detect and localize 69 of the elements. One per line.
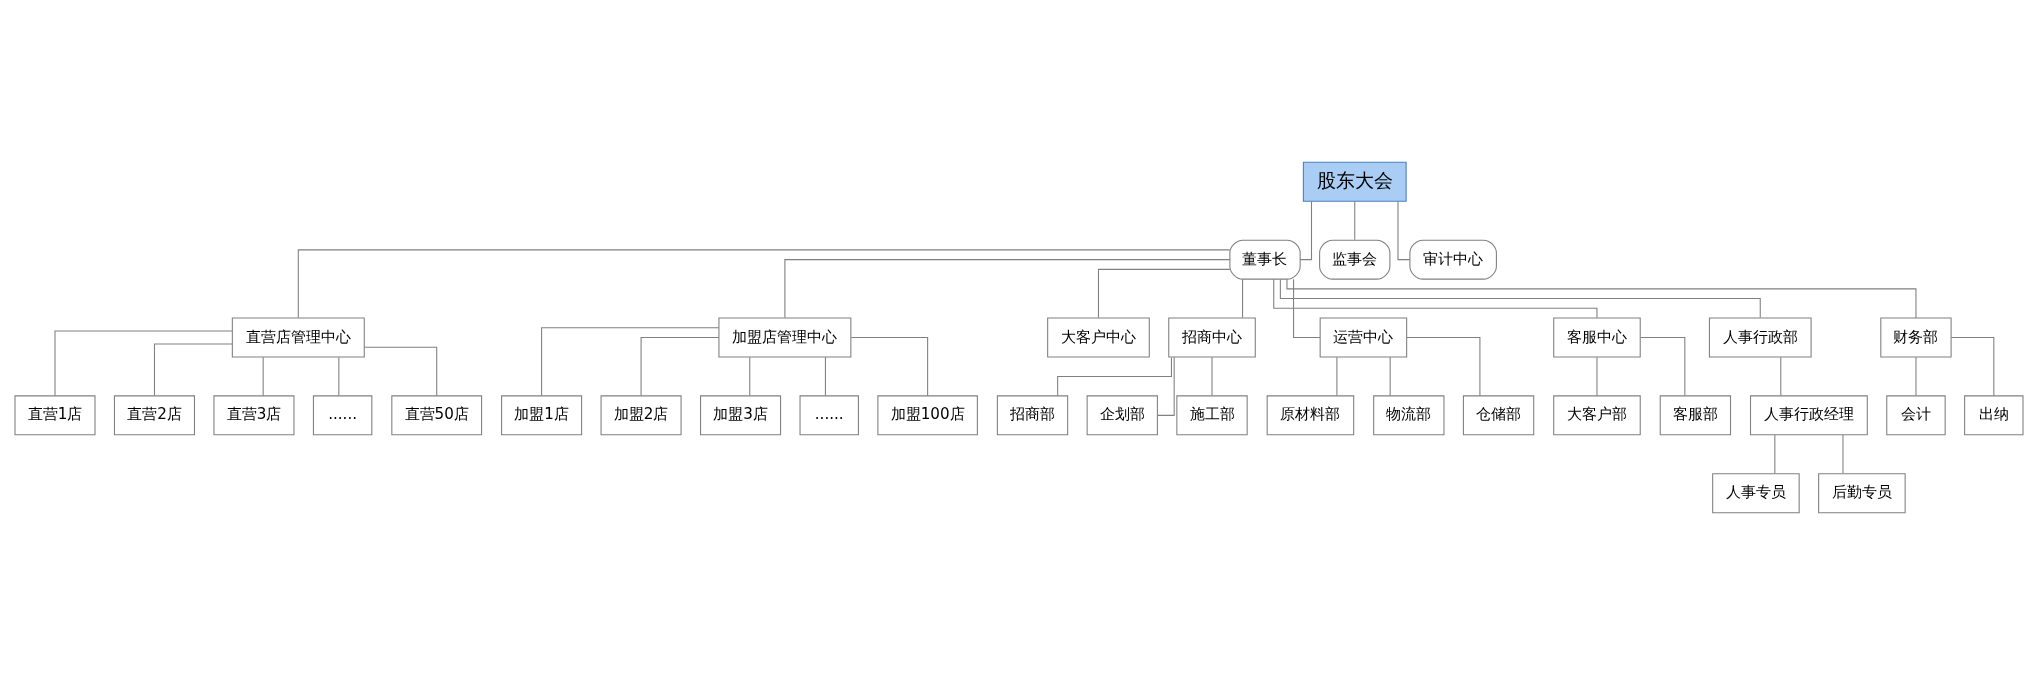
node-box: 仓储部: [1462, 395, 1535, 436]
connector: [1057, 356, 1172, 396]
connector: [1293, 278, 1321, 339]
node-box: 物流部: [1373, 395, 1445, 436]
connector: [640, 336, 720, 397]
node-box: 董事长: [1229, 239, 1301, 280]
node-box: 人事行政部: [1708, 317, 1812, 358]
node-box: 人事专员: [1712, 473, 1800, 514]
node-box: 施工部: [1176, 395, 1248, 436]
connector: [1211, 356, 1213, 396]
node-box: 运营中心: [1319, 317, 1408, 358]
node-box: 加盟2店: [600, 395, 682, 436]
connector: [1336, 356, 1338, 396]
node-box: 监事会: [1319, 239, 1391, 280]
node-box: ......: [799, 395, 859, 436]
node-box: 加盟3店: [700, 395, 782, 436]
node-box: 出纳: [1964, 395, 2024, 436]
node-box: 直营3店: [213, 395, 295, 436]
connector: [1242, 278, 1244, 319]
node-box: 招商中心: [1168, 317, 1256, 358]
node-box: ......: [312, 395, 373, 436]
connector: [1097, 268, 1231, 319]
connector: [1406, 336, 1481, 397]
connector: [1397, 200, 1411, 261]
connector: [1273, 278, 1598, 319]
connector: [1596, 356, 1598, 396]
node-box: 审计中心: [1409, 239, 1497, 280]
node-box: 财务部: [1880, 317, 1952, 358]
node-box: 招商部: [996, 395, 1069, 436]
connector: [1639, 336, 1686, 397]
connector: [1915, 356, 1917, 396]
node-box: 直营1店: [14, 395, 96, 436]
connector: [1389, 356, 1391, 396]
node-box: 加盟1店: [501, 395, 583, 436]
connector: [1299, 200, 1313, 261]
connector: [1780, 356, 1782, 396]
connector: [363, 346, 438, 397]
node-box: 客服部: [1659, 395, 1732, 436]
connector: [1774, 434, 1776, 474]
connector: [1842, 434, 1844, 474]
connector: [850, 336, 929, 397]
node-box: 直营2店: [113, 395, 196, 436]
connector: [749, 356, 751, 396]
connector: [1950, 336, 1995, 397]
node-box: 人事行政经理: [1750, 395, 1868, 436]
node-box: 大客户中心: [1047, 317, 1150, 358]
node-box: 会计: [1886, 395, 1946, 436]
connector: [153, 343, 233, 397]
node-box: 加盟店管理中心: [718, 317, 852, 358]
node-box: 股东大会: [1302, 161, 1407, 202]
connector: [54, 330, 233, 397]
node-box: 大客户部: [1553, 395, 1641, 436]
connector: [541, 327, 720, 397]
connector: [1279, 279, 1761, 319]
node-box: 企划部: [1086, 395, 1158, 436]
connector: [1156, 356, 1175, 416]
connector: [824, 356, 826, 396]
node-box: 直营店管理中心: [231, 317, 365, 358]
connector: [1354, 200, 1356, 241]
connector: [338, 356, 340, 396]
node-box: 直营50店: [391, 395, 483, 436]
node-box: 客服中心: [1553, 317, 1641, 358]
connector: [784, 259, 1231, 319]
node-box: 后勤专员: [1818, 473, 1906, 514]
node-box: 加盟100店: [877, 395, 978, 436]
connector: [297, 249, 1231, 319]
node-box: 原材料部: [1266, 395, 1355, 436]
connector: [1286, 278, 1917, 319]
connector: [262, 356, 264, 396]
